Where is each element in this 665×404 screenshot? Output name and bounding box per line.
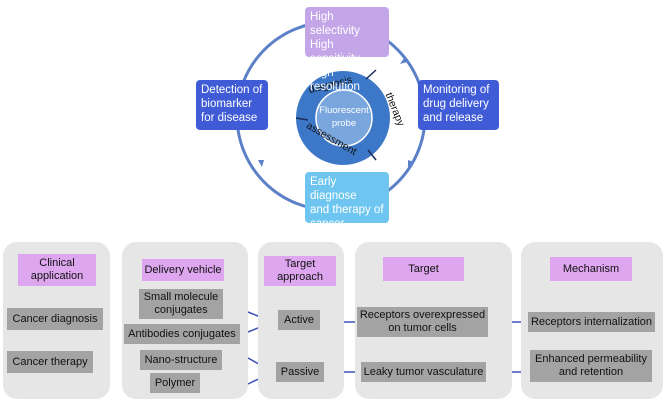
cycle-arrow-2 <box>258 160 264 167</box>
box-right-line-1: Monitoring of <box>423 84 490 96</box>
box-detection-biomarker: Detection of biomarker for disease <box>196 80 268 130</box>
item-cancer-therapy: Cancer therapy <box>7 351 93 373</box>
header-target-approach: Target approach <box>264 256 336 286</box>
header-clinical-line-2: application <box>30 270 84 282</box>
item-polymer: Polymer <box>150 373 200 393</box>
panel-target-approach: Target approach Active Passive <box>258 242 344 399</box>
header-target: Target <box>383 257 464 281</box>
center-line-2: probe <box>332 118 356 129</box>
box-right-line-3: and release <box>423 112 484 124</box>
header-delivery-vehicle: Delivery vehicle <box>142 259 224 281</box>
box-bottom-line-3: cancer <box>310 218 345 230</box>
item-cancer-diagnosis: Cancer diagnosis <box>7 308 103 330</box>
box-right-line-2: drug delivery <box>423 98 489 110</box>
panel-clinical-application: Clinical application Cancer diagnosis Ca… <box>3 242 110 399</box>
header-clinical-line-1: Clinical <box>39 257 75 269</box>
panel-mechanism: Mechanism Receptors internalization Enha… <box>521 242 663 399</box>
item-small-molecule-line-1: Small molecule <box>143 291 219 303</box>
item-enhanced-permeability: Enhanced permeability and retention <box>530 350 652 382</box>
box-high-selectivity: High selectivity High sensitivity High r… <box>305 7 389 93</box>
item-enhanced-line-1: Enhanced permeability <box>535 353 647 365</box>
item-receptors-line-1: Receptors overexpressed <box>359 309 486 321</box>
box-left-line-2: biomarker <box>201 98 253 110</box>
box-top-line-2: High sensitivity <box>310 39 360 65</box>
panel-delivery-vehicle: Delivery vehicle Small molecule conjugat… <box>122 242 248 399</box>
item-nano-structure: Nano-structure <box>140 350 222 370</box>
box-bottom-line-1: Early diagnose <box>310 176 357 202</box>
item-small-molecule-conjugates: Small molecule conjugates <box>139 289 223 319</box>
ring-divider-1 <box>365 69 377 80</box>
item-leaky-tumor-vasculature: Leaky tumor vasculature <box>361 362 486 382</box>
box-top-line-1: High selectivity <box>310 11 360 37</box>
item-receptors-internalization: Receptors internalization <box>528 312 655 332</box>
header-mechanism: Mechanism <box>550 257 632 281</box>
header-approach-line-1: Target <box>284 258 316 270</box>
box-monitoring-drug-delivery: Monitoring of drug delivery and release <box>418 80 499 130</box>
ring-divider-3 <box>295 117 309 121</box>
item-receptors-overexpressed: Receptors overexpressed on tumor cells <box>357 307 488 337</box>
header-approach-line-2: approach <box>277 271 323 283</box>
box-early-diagnose: Early diagnose and therapy of cancer <box>305 172 389 230</box>
center-circle <box>315 89 373 147</box>
header-clinical-application: Clinical application <box>18 254 96 286</box>
panel-target: Target Receptors overexpressed on tumor … <box>355 242 512 399</box>
box-bottom-line-2: and therapy of <box>310 204 384 216</box>
item-passive: Passive <box>276 362 324 382</box>
box-top-line-3: High resolution <box>310 67 360 93</box>
item-enhanced-line-2: and retention <box>558 366 624 378</box>
ring-divider-2 <box>367 149 377 161</box>
box-left-line-3: for disease <box>201 112 258 124</box>
item-small-molecule-line-2: conjugates <box>154 304 208 316</box>
item-active: Active <box>278 310 320 330</box>
cycle-arrow-1 <box>400 58 407 64</box>
item-receptors-line-2: on tumor cells <box>388 322 457 334</box>
box-left-line-1: Detection of <box>201 84 263 96</box>
item-antibodies-conjugates: Antibodies conjugates <box>124 324 240 344</box>
center-line-1: Fluorescent <box>319 105 369 116</box>
cycle-arrow-3 <box>408 160 414 168</box>
